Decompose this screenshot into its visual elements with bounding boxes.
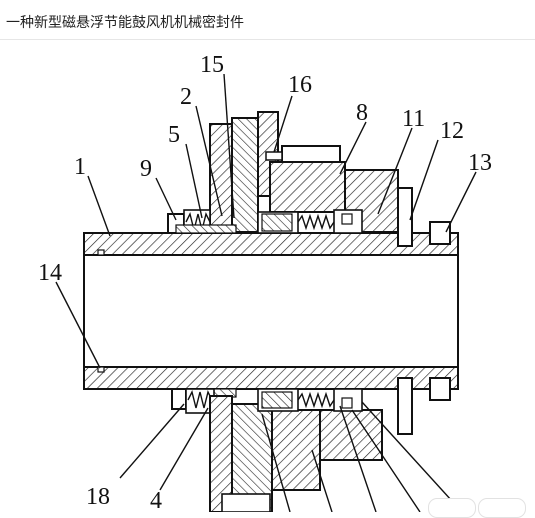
label-8: 8	[356, 100, 368, 126]
label-5: 5	[168, 122, 180, 148]
shaft-sleeve	[83, 232, 459, 390]
label-15: 15	[200, 52, 224, 78]
lower-seal-assembly	[171, 377, 451, 512]
label-18: 18	[86, 484, 110, 510]
label-2: 2	[180, 84, 192, 110]
upper-seal-assembly	[167, 111, 451, 247]
page-title: 一种新型磁悬浮节能鼓风机机械密封件	[6, 15, 244, 31]
bottom-chip	[478, 498, 526, 518]
label-14: 14	[38, 260, 62, 286]
label-9: 9	[140, 156, 152, 182]
label-13: 13	[468, 150, 492, 176]
part-labels: 15 16 2 8 11 12 5 1 9 13 14 18 4	[38, 52, 492, 512]
label-11: 11	[402, 106, 425, 132]
title-bar: 一种新型磁悬浮节能鼓风机机械密封件	[0, 0, 535, 40]
label-16: 16	[288, 72, 312, 98]
bottom-chip	[428, 498, 476, 518]
mechanical-seal-diagram: 15 16 2 8 11 12 5 1 9 13 14 18 4	[38, 52, 492, 512]
label-12: 12	[440, 118, 464, 144]
leader-lines	[55, 73, 477, 512]
label-1: 1	[74, 154, 86, 180]
label-4: 4	[150, 488, 162, 512]
